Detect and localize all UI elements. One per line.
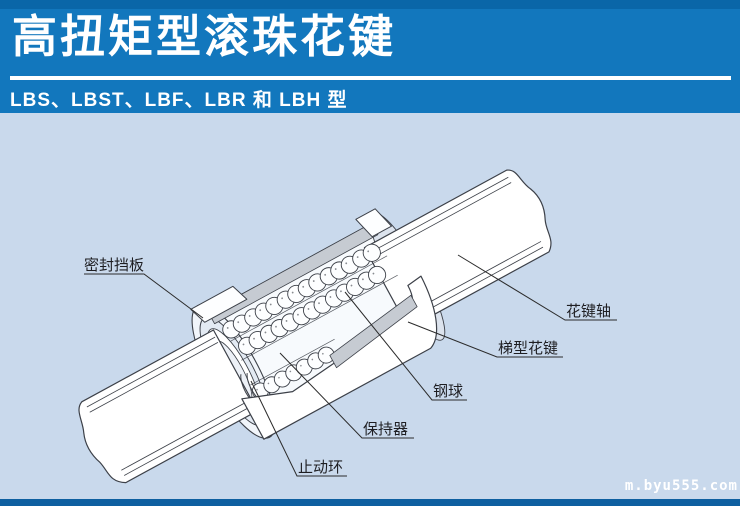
spline-shaft-right xyxy=(363,169,552,330)
label-seal-plate-text: 密封挡板 xyxy=(84,256,144,274)
label-retainer: 保持器 xyxy=(279,352,414,439)
header-top-strip xyxy=(0,0,740,9)
label-spline-shaft: 花键轴 xyxy=(457,254,617,321)
label-steel-ball: 钢球 xyxy=(344,291,467,401)
label-seal-plate: 密封挡板 xyxy=(84,256,204,319)
page-header: 高扭矩型滚珠花键 LBS、LBST、LBF、LBR 和 LBH 型 xyxy=(0,0,740,113)
label-trapezoid-spline-text: 梯型花键 xyxy=(498,340,558,357)
label-steel-ball-text: 钢球 xyxy=(433,383,463,400)
label-trapezoid-spline: 梯型花键 xyxy=(407,321,563,358)
trapezoid-spline-key-bottom xyxy=(329,294,418,369)
spline-assembly xyxy=(78,169,552,484)
label-stop-ring: 止动环 xyxy=(250,380,347,477)
header-divider xyxy=(10,76,731,80)
label-stop-ring-text: 止动环 xyxy=(298,459,343,476)
label-retainer-text: 保持器 xyxy=(363,421,408,438)
retainer-band xyxy=(230,255,398,386)
spline-shaft-left xyxy=(78,329,259,484)
ball-spline-illustration: 密封挡板 花键轴 梯型花键 钢球 保持器 止动环 xyxy=(78,169,617,484)
page-title: 高扭矩型滚珠花键 xyxy=(12,11,397,62)
nut-shell-right-top xyxy=(355,208,392,238)
bottom-bar xyxy=(0,499,740,506)
watermark: m.byu555.com xyxy=(624,478,738,494)
ball-spline-diagram: 密封挡板 花键轴 梯型花键 钢球 保持器 止动环 xyxy=(0,113,740,506)
nut-shell-left-top xyxy=(190,285,248,323)
label-spline-shaft-text: 花键轴 xyxy=(566,303,611,320)
trapezoid-spline-key-top xyxy=(207,222,379,325)
model-subtitle: LBS、LBST、LBF、LBR 和 LBH 型 xyxy=(10,90,348,111)
